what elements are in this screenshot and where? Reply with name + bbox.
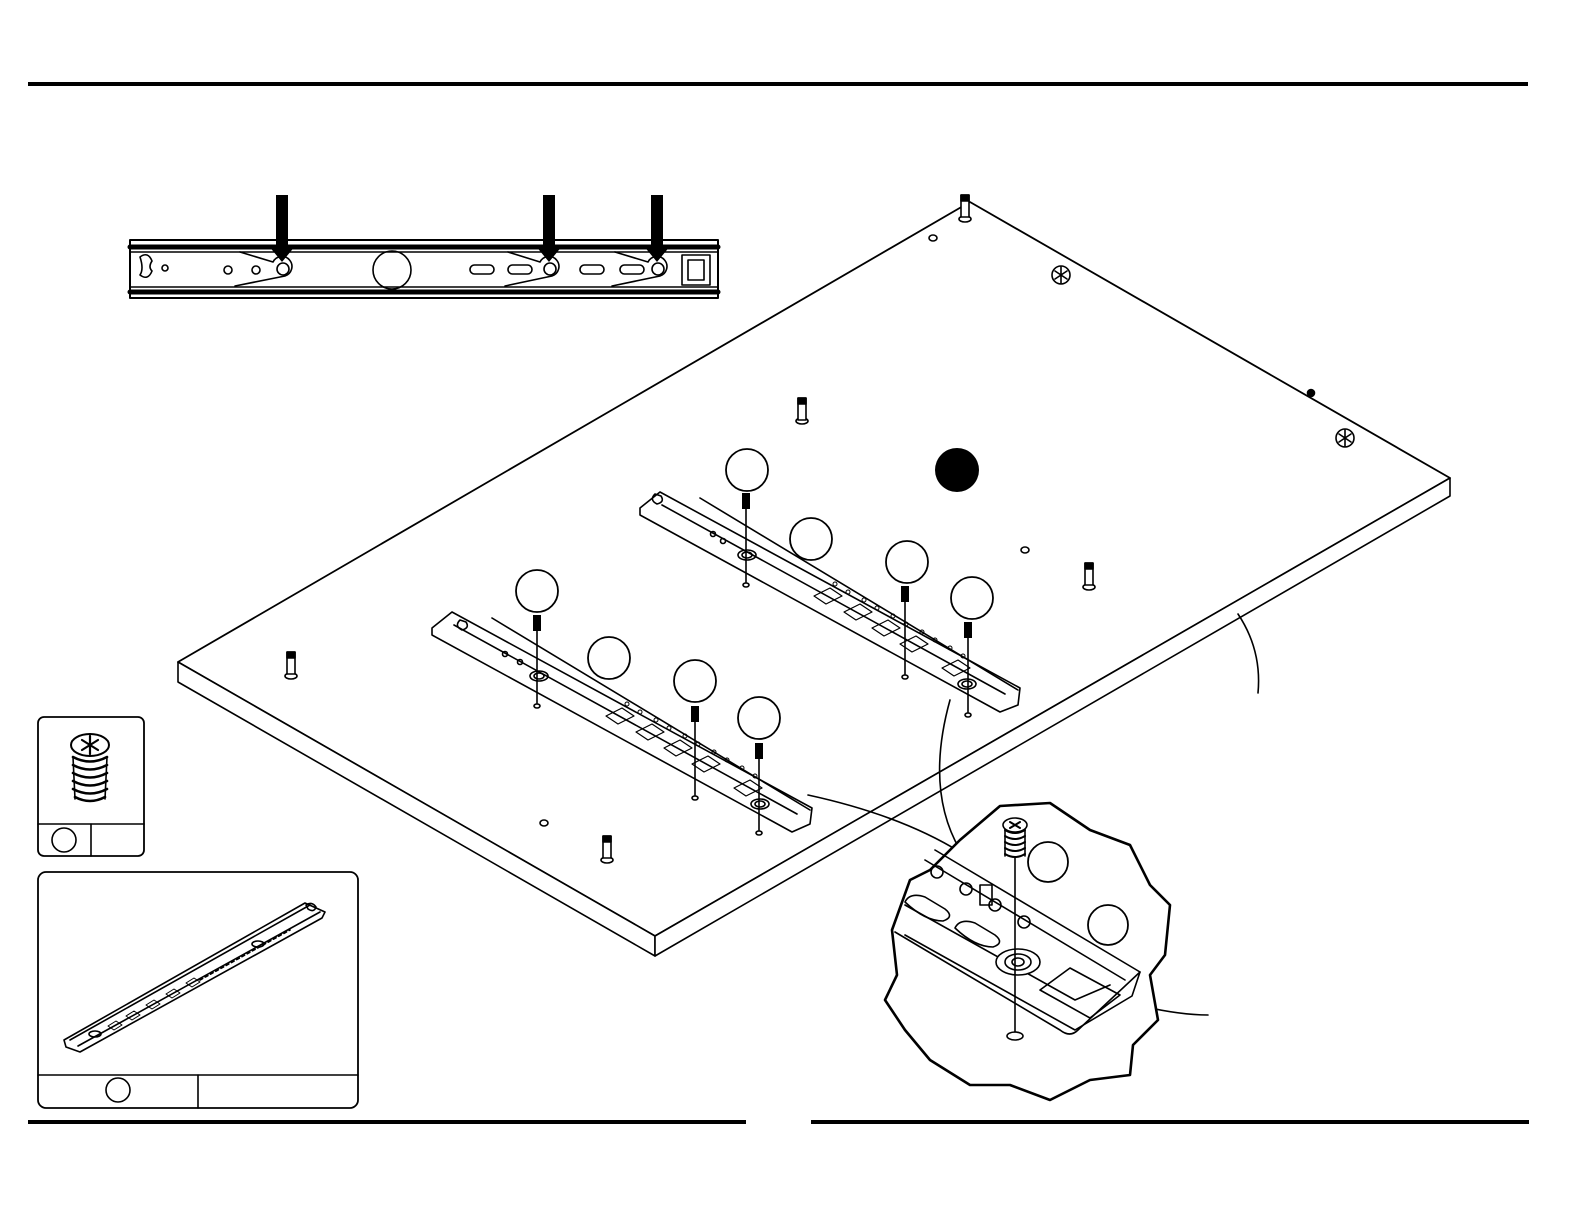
callout-circle [886, 541, 928, 583]
zoom-detail [885, 803, 1170, 1100]
rail-detail [130, 195, 718, 298]
leader-line [1238, 614, 1259, 693]
callout-circle [951, 577, 993, 619]
callout-circle [738, 697, 780, 739]
dowel-icon [796, 398, 808, 424]
parts-box-slide [38, 872, 358, 1108]
callout-circle [790, 518, 832, 560]
filled-marker [935, 448, 979, 492]
parts-box-screw [38, 717, 144, 856]
callout-circle [726, 449, 768, 491]
callout-circle [1028, 842, 1068, 882]
callout-circle [1088, 905, 1128, 945]
callout-circle [516, 570, 558, 612]
callout-circle [588, 637, 630, 679]
callout-circle [674, 660, 716, 702]
